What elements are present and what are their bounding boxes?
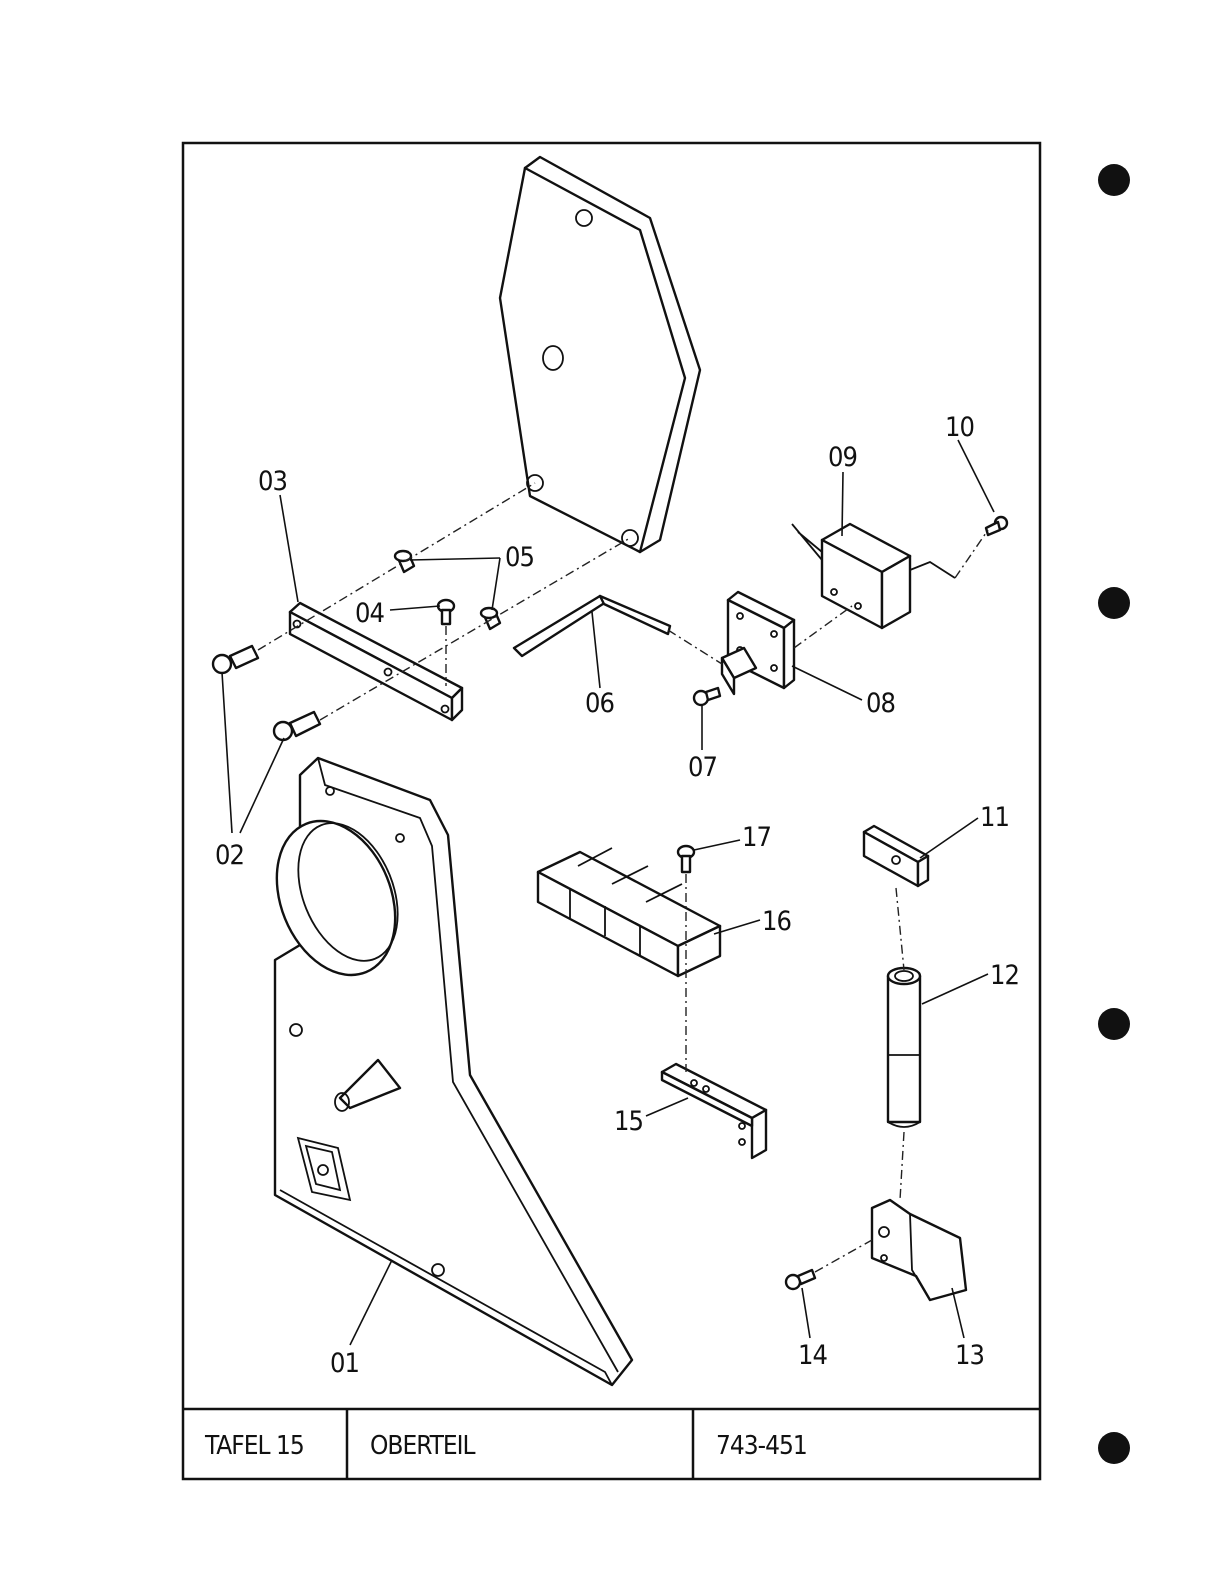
part-17-screw (678, 846, 694, 872)
label-07: 07 (688, 752, 717, 783)
label-03: 03 (258, 466, 287, 497)
cover-plate (500, 157, 700, 552)
label-02: 02 (215, 840, 244, 871)
part-13-hinge (872, 1200, 966, 1300)
part-07-screw (694, 688, 720, 705)
plate-number: TAFEL 15 (204, 1431, 304, 1461)
label-08: 08 (866, 688, 895, 719)
label-10: 10 (945, 412, 974, 443)
label-15: 15 (614, 1106, 643, 1137)
drawing-name: OBERTEIL (370, 1431, 476, 1461)
label-12: 12 (990, 960, 1019, 991)
part-02-screws (213, 646, 320, 740)
label-05: 05 (505, 542, 534, 573)
part-16-terminal-block (538, 848, 720, 976)
label-11: 11 (980, 802, 1009, 833)
label-13: 13 (955, 1340, 984, 1371)
label-04: 04 (355, 598, 384, 629)
binder-hole-4 (1098, 1432, 1130, 1464)
part-08-bracket (722, 592, 794, 694)
label-17: 17 (742, 822, 771, 853)
binder-hole-2 (1098, 587, 1130, 619)
label-09: 09 (828, 442, 857, 473)
label-06: 06 (585, 688, 614, 719)
binder-hole-marks (1098, 164, 1130, 1464)
label-01: 01 (330, 1348, 359, 1379)
part-01-housing (255, 758, 632, 1385)
part-11-bracket (864, 826, 928, 886)
label-14: 14 (798, 1340, 827, 1371)
label-16: 16 (762, 906, 791, 937)
binder-hole-3 (1098, 1008, 1130, 1040)
part-09-switch (792, 524, 955, 628)
part-06-rod (514, 596, 670, 656)
binder-hole-1 (1098, 164, 1130, 196)
drawing-number: 743-451 (716, 1431, 807, 1461)
part-15-angle-bracket (662, 1064, 766, 1158)
part-04-screw (438, 600, 454, 624)
part-14-screw (786, 1270, 815, 1289)
part-10-screw (986, 517, 1007, 535)
part-12-cylinder (888, 968, 920, 1127)
